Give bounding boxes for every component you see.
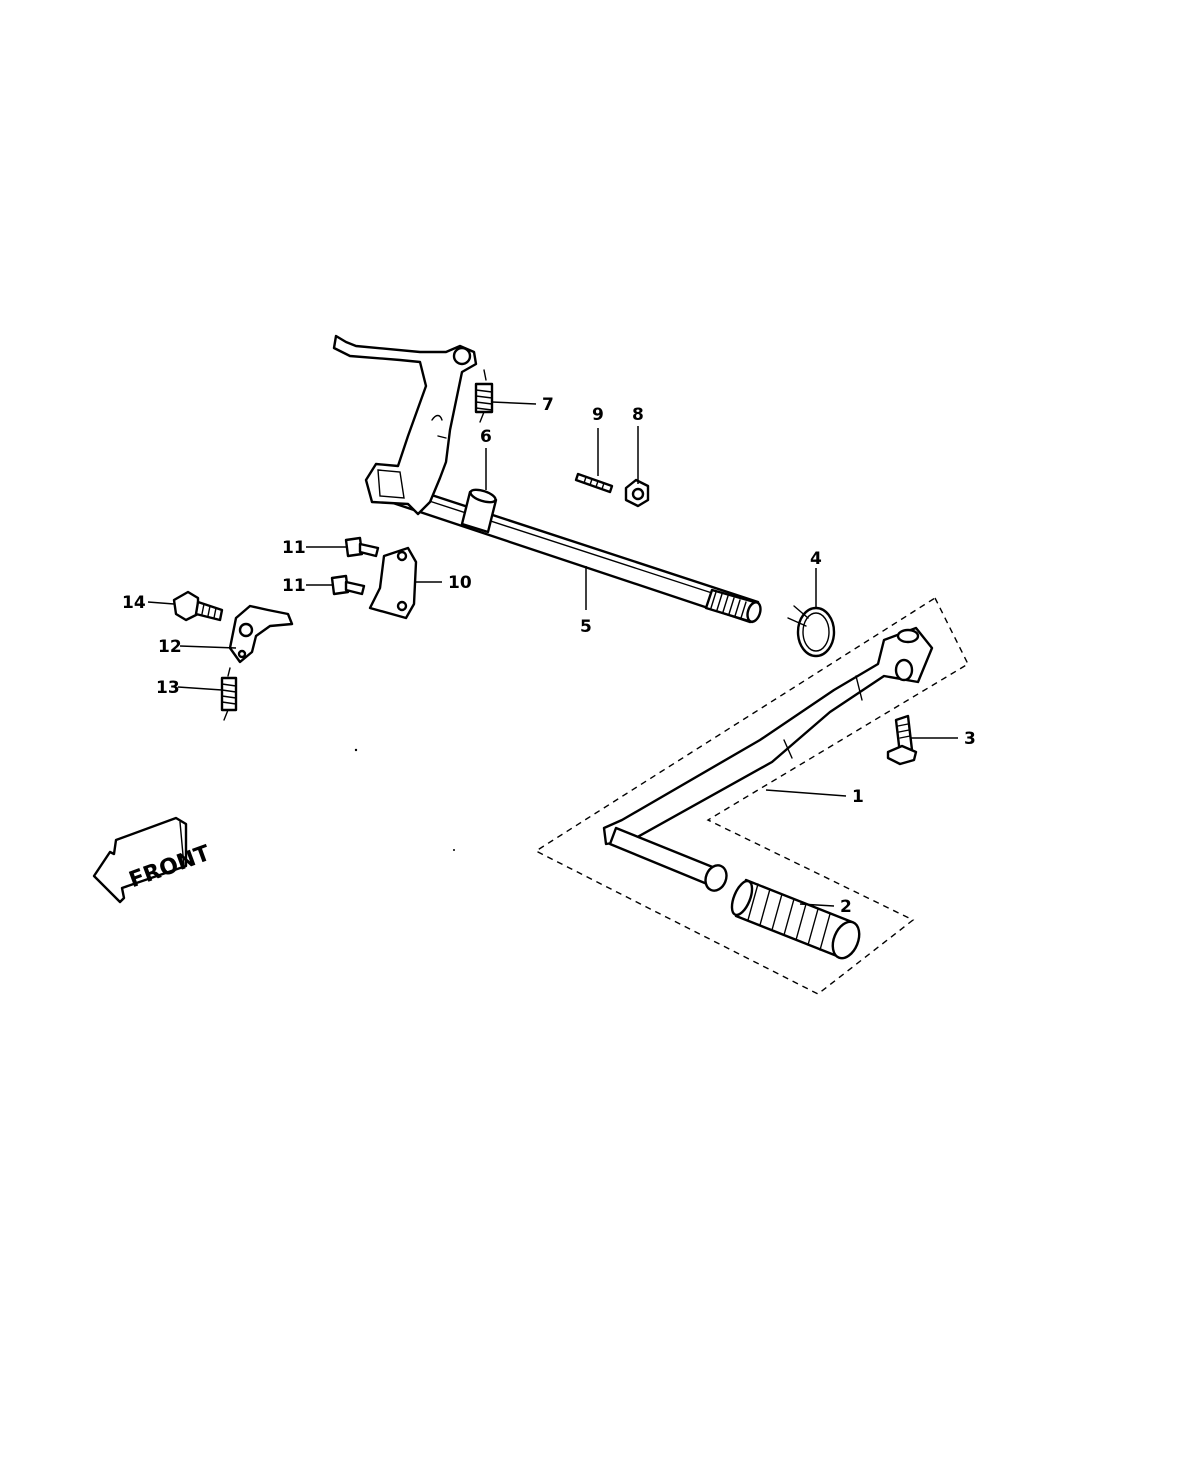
guide-plate	[368, 546, 418, 620]
callout-8: 8	[632, 405, 644, 425]
stopper-lever	[228, 604, 294, 664]
stud-bolt	[574, 472, 614, 494]
spring-ring	[787, 605, 836, 658]
front-direction-arrow: FRONT	[92, 816, 213, 904]
scan-speck	[453, 849, 455, 851]
callout-4: 4	[810, 549, 822, 569]
callout-12: 12	[158, 637, 182, 657]
callout-7: 7	[542, 395, 554, 415]
callout-9: 9	[592, 405, 604, 425]
pedal-bolt	[886, 714, 918, 766]
arm-spring	[474, 369, 494, 423]
callout-10: 10	[448, 573, 472, 593]
callout-5: 5	[580, 617, 592, 637]
callout-11-upper: 11	[282, 538, 306, 558]
shaft-collar	[460, 488, 498, 534]
scan-speck	[354, 748, 358, 752]
hex-nut	[624, 478, 650, 508]
screw-upper	[344, 536, 380, 558]
callout-13: 13	[156, 678, 180, 698]
callout-2: 2	[840, 897, 852, 917]
stopper-spring	[220, 667, 238, 721]
callout-1: 1	[852, 787, 864, 807]
assembly-boundary	[534, 596, 969, 995]
callout-11-lower: 11	[282, 576, 306, 596]
shift-shaft	[388, 482, 762, 624]
callout-14: 14	[122, 593, 146, 613]
shift-pedal	[602, 626, 934, 892]
shift-arm-bracket	[332, 334, 478, 516]
callout-3: 3	[964, 729, 976, 749]
pedal-rubber	[730, 878, 861, 960]
pivot-bolt	[172, 590, 224, 622]
screw-lower	[330, 574, 366, 596]
callout-6: 6	[480, 427, 492, 447]
